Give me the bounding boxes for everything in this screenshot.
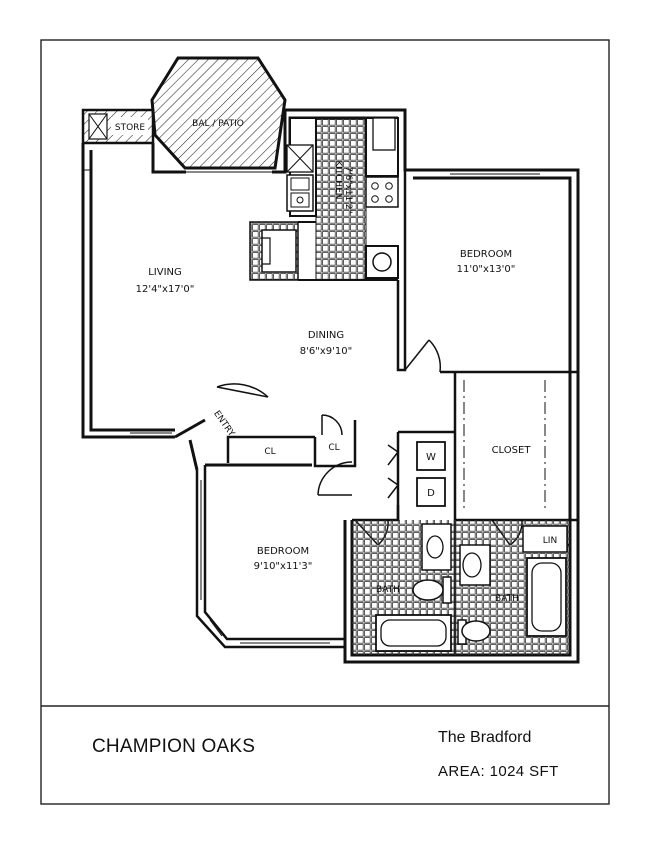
balcony-patio (150, 56, 287, 173)
balcony-label: BAL / PATIO (192, 119, 244, 129)
kitchen (249, 117, 399, 281)
master-bedroom-label: BEDROOM (460, 249, 512, 260)
storage-label: STORE (115, 123, 146, 133)
sheet-border (40, 39, 610, 805)
kitchen-label: KITCHEN (333, 161, 343, 200)
walkin-closet-label: CLOSET (492, 445, 532, 456)
bath-2-label: BATH (495, 594, 519, 604)
washer-label: W (426, 452, 436, 463)
bedroom-2-size: 9'10"x11'3" (254, 561, 313, 572)
bedroom-2-windows (200, 480, 330, 644)
kitchen-size: 7'6"x11'2" (343, 166, 353, 213)
laundry (416, 441, 446, 507)
bath-1-label: BATH (376, 585, 400, 595)
dryer-label: D (427, 488, 435, 499)
master-bedroom-size: 11'0"x13'0" (457, 264, 516, 275)
living-label: LIVING (148, 267, 182, 278)
dining-label: DINING (308, 330, 344, 341)
bath-1 (352, 520, 455, 655)
bath-2 (455, 520, 570, 655)
bedroom-2-label: BEDROOM (257, 546, 309, 557)
entry-label: ENTRY (211, 409, 236, 439)
closet-shelves (463, 380, 546, 512)
living-size: 12'4"x17'0" (136, 284, 195, 295)
linen-label: LIN (543, 536, 557, 546)
storage-room (81, 108, 155, 145)
closet-label-2: CL (328, 443, 339, 453)
windows (83, 169, 540, 434)
dining-size: 8'6"x9'10" (300, 346, 352, 357)
closet-label-1: CL (264, 447, 275, 457)
